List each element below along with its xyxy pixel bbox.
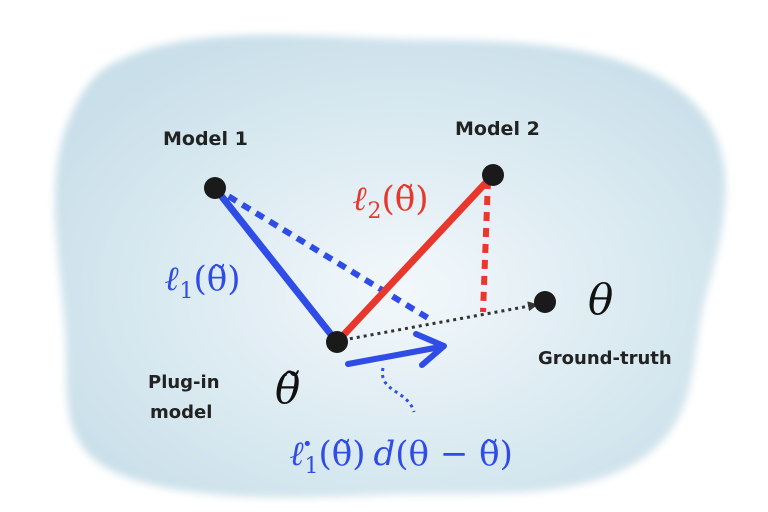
red-dashed-line (480, 179, 491, 313)
loss2-subscript: 2 (368, 199, 382, 224)
derivative-expression: ℓ̇1(θ̃)d(θ − θ̃) (290, 434, 513, 479)
model2-point (482, 164, 504, 186)
deriv-subscript: 1 (305, 454, 319, 479)
red-solid-line (333, 171, 497, 346)
ground-truth-label: Ground-truth (538, 348, 672, 369)
plugin-label-line1: Plug-in (148, 372, 220, 393)
loss1-subscript: 1 (180, 279, 194, 304)
loss1-argument: (θ̃) (194, 259, 241, 299)
deriv-d: d (374, 434, 396, 474)
theta-symbol: θ (588, 275, 613, 324)
region-blob (54, 35, 726, 498)
model1-label: Model 1 (163, 128, 248, 150)
loss2-symbol: ℓ (353, 179, 368, 219)
model1-point (204, 177, 226, 199)
loss1-label: ℓ1(θ̃) (165, 259, 241, 304)
blue-arrow (345, 344, 443, 367)
ground-truth-point (534, 291, 556, 313)
theta-tilde-symbol: θ̃ (275, 364, 300, 413)
model2-label: Model 2 (455, 118, 540, 140)
blue-dotted-curve (381, 367, 416, 413)
deriv-tail: (θ − θ̃) (395, 434, 513, 474)
plugin-point (326, 331, 348, 353)
loss2-label: ℓ2(θ̃) (353, 179, 429, 224)
loss1-symbol: ℓ (165, 259, 180, 299)
loss2-argument: (θ̃) (382, 179, 429, 219)
gray-dotted-arrow (342, 301, 538, 342)
blue-solid-line (211, 184, 341, 346)
deriv-argument: (θ̃) (319, 434, 366, 474)
plugin-label-line2: model (150, 402, 212, 423)
blue-arrow-head (413, 331, 447, 368)
